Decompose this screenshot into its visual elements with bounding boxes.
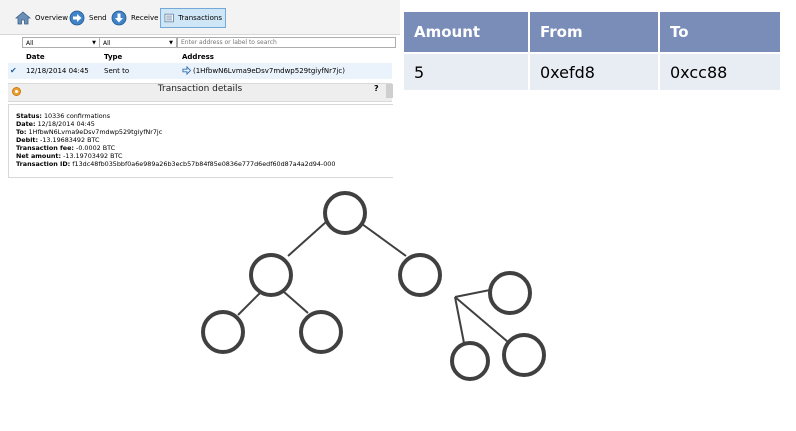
cell-from: 0xefd8: [530, 54, 658, 90]
tree-node: [249, 253, 293, 297]
send-address-icon: [182, 66, 191, 75]
detail-debit: Debit: -13.19683492 BTC: [16, 136, 100, 144]
column-header-address[interactable]: Address: [182, 53, 214, 61]
tree-edge: [454, 296, 465, 344]
cell-amount: 5: [404, 54, 528, 90]
chevron-down-icon: ▼: [169, 40, 173, 46]
tree-edge: [287, 221, 327, 257]
chevron-down-icon: ▼: [92, 40, 96, 46]
wallet-window: Overview Send Receive Transactions: [0, 0, 400, 180]
tree-edge: [454, 289, 491, 298]
date-filter-value: All: [26, 40, 34, 47]
row-date: 12/18/2014 04:45: [26, 67, 89, 75]
receive-button[interactable]: Receive: [108, 8, 161, 28]
receive-arrow-icon: [111, 10, 127, 26]
transactions-tab[interactable]: Transactions: [160, 8, 226, 28]
tree-edge: [361, 223, 407, 257]
header-from: From: [530, 12, 658, 52]
details-title: Transaction details: [157, 84, 243, 94]
tree-edge: [283, 291, 309, 314]
overview-button[interactable]: Overview: [12, 8, 71, 28]
detail-to: To: 1HfbwN6Lvma9eDsv7mdwp529tgiyfNr7jc: [16, 128, 163, 136]
cell-to: 0xcc88: [660, 54, 780, 90]
table-row: 5 0xefd8 0xcc88: [404, 54, 780, 90]
detail-status: Status: 10336 confirmations: [16, 112, 111, 120]
tree-node-root: [323, 191, 367, 235]
tree-node: [488, 271, 532, 315]
tree-node: [398, 253, 442, 297]
detail-fee: Transaction fee: -0.0002 BTC: [16, 144, 116, 152]
details-panel: [8, 104, 393, 178]
column-header-type[interactable]: Type: [104, 53, 123, 61]
transaction-row[interactable]: [8, 63, 392, 79]
scrollbar[interactable]: [386, 84, 393, 98]
detail-date: Date: 12/18/2014 04:45: [16, 120, 95, 128]
detail-transaction-id: Transaction ID: f13dc48fb035bbf0a6e989a2…: [16, 160, 336, 168]
row-address: (1HfbwN6Lvma9eDsv7mdwp529tgiyfNr7jc): [193, 67, 345, 75]
tree-node: [502, 333, 546, 377]
detail-net-amount: Net amount: -13.19703492 BTC: [16, 152, 123, 160]
filter-bar: All ▼ All ▼: [0, 35, 400, 49]
header-amount: Amount: [404, 12, 528, 52]
header-to: To: [660, 12, 780, 52]
confirmed-check-icon: ✔: [10, 66, 17, 75]
tree-node: [201, 310, 245, 354]
table-header-row: Amount From To: [404, 12, 780, 52]
send-button[interactable]: Send: [66, 8, 110, 28]
details-header-bar: [8, 83, 392, 102]
send-label: Send: [89, 14, 107, 22]
tree-edge: [237, 291, 262, 316]
toolbar: Overview Send Receive Transactions: [0, 0, 400, 35]
transactions-list-icon: [164, 13, 174, 23]
send-arrow-icon: [69, 10, 85, 26]
type-filter-select[interactable]: All ▼: [99, 37, 177, 48]
type-filter-value: All: [103, 40, 111, 47]
transfer-table: Amount From To 5 0xefd8 0xcc88: [402, 10, 782, 92]
tree-node: [450, 341, 490, 381]
overview-label: Overview: [35, 14, 68, 22]
tree-edge: [454, 296, 509, 343]
address-search-input[interactable]: [177, 37, 396, 48]
row-type: Sent to: [104, 67, 130, 75]
tree-node: [299, 310, 343, 354]
help-button[interactable]: ?: [374, 84, 379, 93]
info-icon: [12, 87, 21, 96]
transactions-label: Transactions: [178, 14, 222, 22]
home-icon: [15, 11, 31, 25]
column-header-date[interactable]: Date: [26, 53, 45, 61]
receive-label: Receive: [131, 14, 159, 22]
